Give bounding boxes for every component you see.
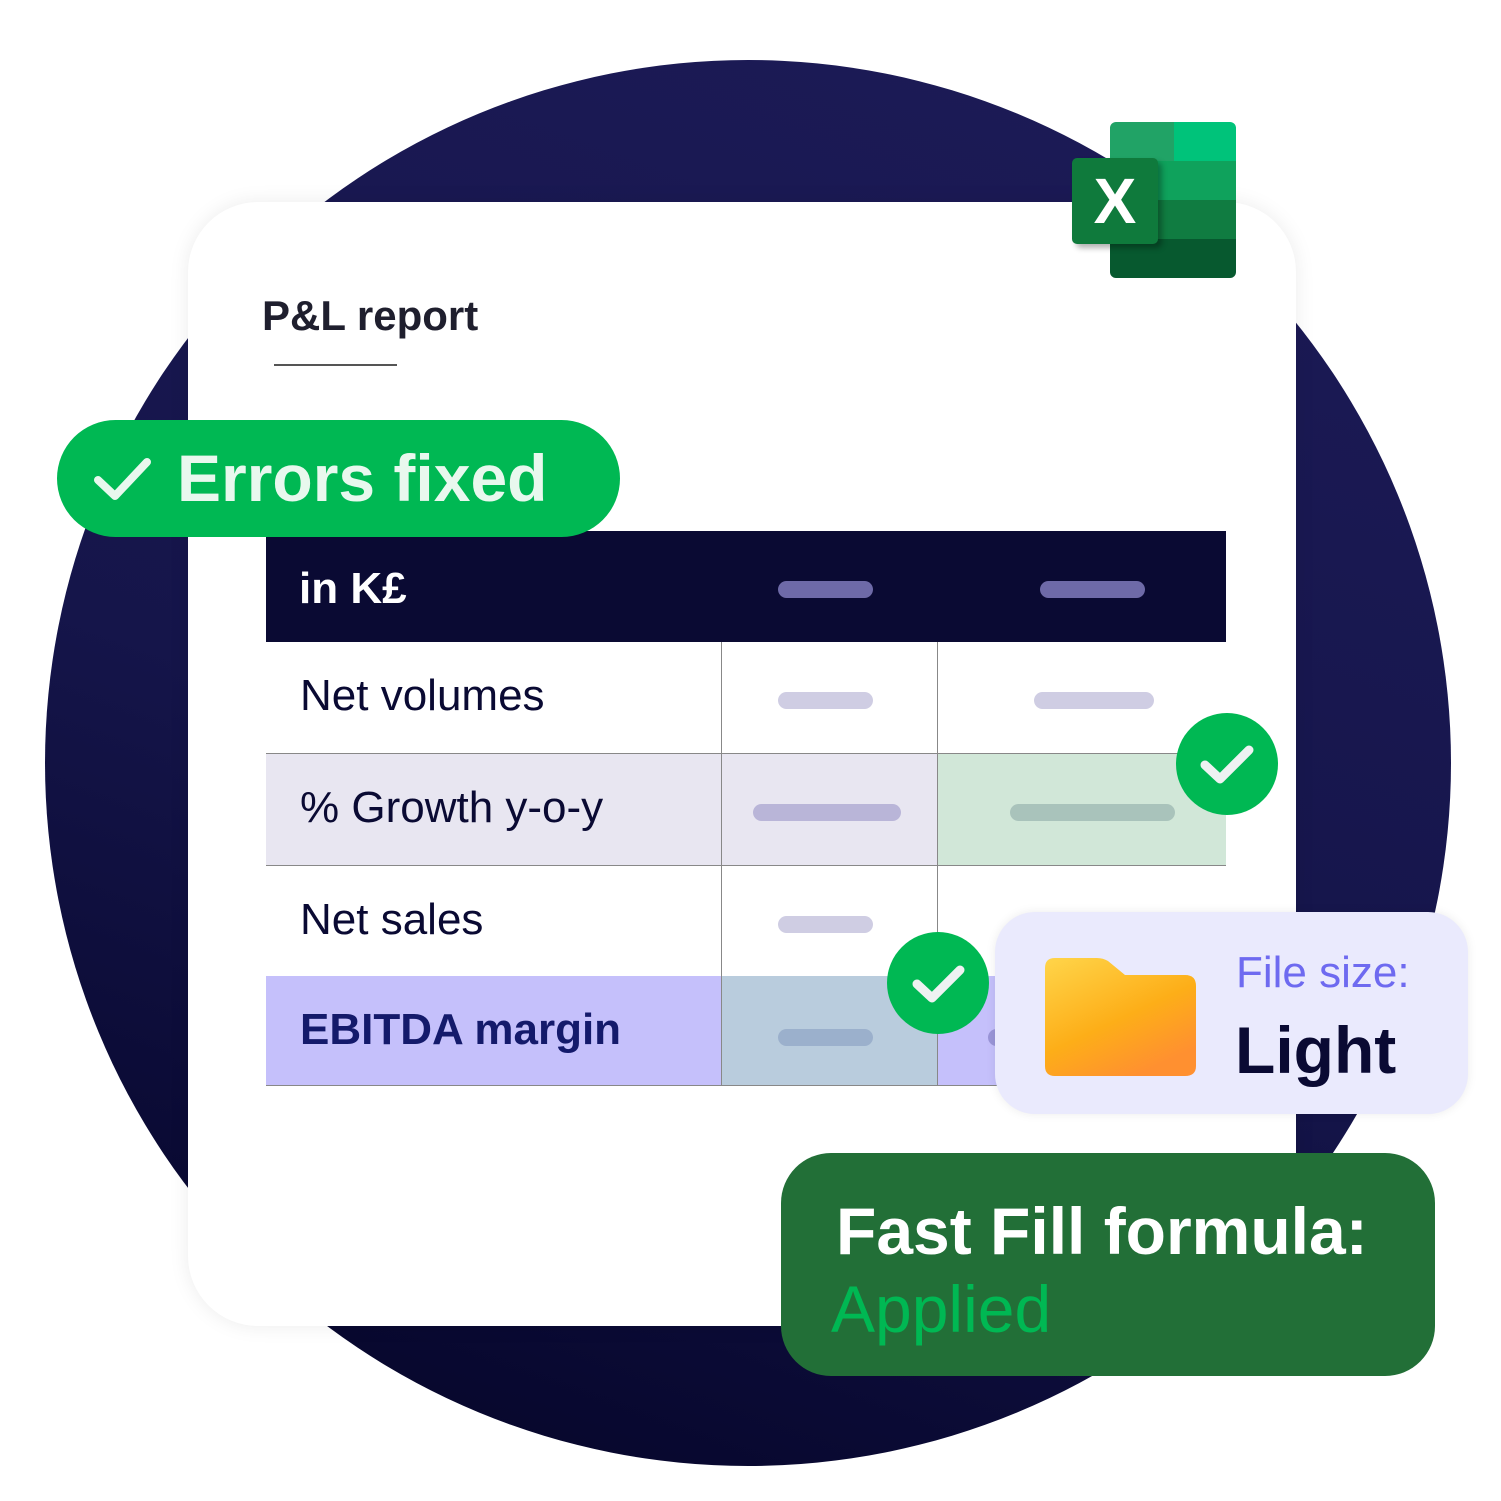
errors-fixed-badge: Errors fixed <box>57 420 620 537</box>
check-icon <box>1200 745 1254 784</box>
check-badge-ebitda <box>887 932 989 1034</box>
placeholder-bar <box>778 581 873 598</box>
check-icon <box>94 458 151 500</box>
table-row: Net volumes <box>266 642 1226 754</box>
title-underline <box>274 364 397 366</box>
report-title: P&L report <box>262 292 479 339</box>
fast-fill-card: Fast Fill formula: Applied <box>781 1153 1435 1376</box>
placeholder-bar <box>1040 581 1145 598</box>
table-row: % Growth y-o-y <box>266 754 1226 866</box>
table-header: in K£ <box>266 531 1226 642</box>
check-badge-growth <box>1176 713 1278 815</box>
folder-icon <box>1045 958 1196 1076</box>
check-icon <box>912 965 965 1003</box>
file-size-card: File size: Light <box>995 912 1468 1114</box>
excel-icon: X <box>1072 122 1236 278</box>
